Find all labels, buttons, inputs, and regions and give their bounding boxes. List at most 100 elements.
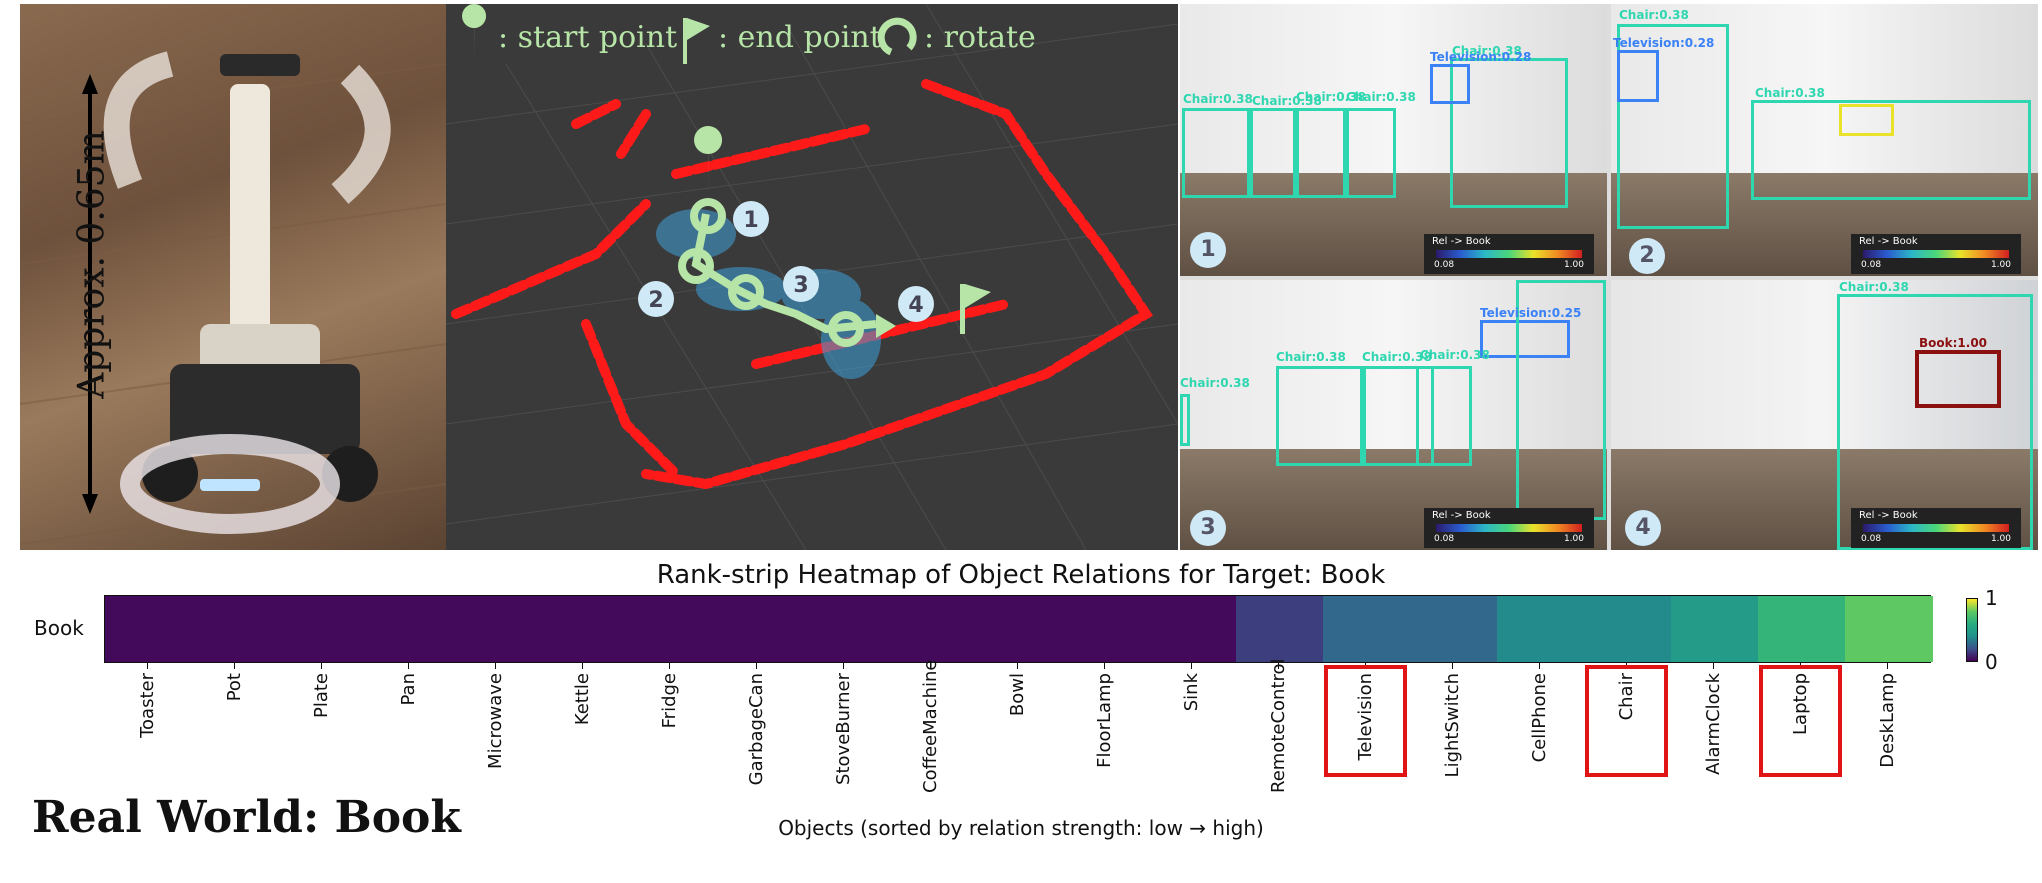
heatmap-colorbar (1966, 598, 1978, 662)
det-label: Chair:0.38 (1276, 350, 1346, 364)
heatmap-cell-CellPhone (1497, 596, 1585, 662)
det-label: Chair:0.38 (1452, 44, 1522, 58)
det-label: Chair:0.38 (1346, 90, 1416, 104)
x-tick-label-Fridge: Fridge (658, 673, 680, 729)
x-tick-label-CellPhone: CellPhone (1528, 673, 1550, 763)
x-tick-mark (1017, 663, 1018, 669)
heatmap-cell-AlarmClock (1671, 596, 1759, 662)
heatmap-cell-Microwave (453, 596, 541, 662)
x-tick-label-Microwave: Microwave (484, 673, 506, 769)
x-tick-mark (1713, 663, 1714, 669)
det-label: Chair:0.38 (1296, 90, 1366, 104)
heatmap-cell-GarbageCan (714, 596, 802, 662)
waypoint-2: 2 (648, 288, 663, 313)
x-tick-label-DeskLamp: DeskLamp (1876, 673, 1898, 768)
x-tick-label-LightSwitch: LightSwitch (1441, 673, 1463, 778)
waypoint-1: 1 (743, 208, 758, 233)
heatmap-cell-LightSwitch (1410, 596, 1498, 662)
x-axis-label: Objects (sorted by relation strength: lo… (778, 816, 1264, 840)
x-tick-mark (843, 663, 844, 669)
detection-frame-1: Chair:0.38 Chair:0.38 Chair:0.38 Chair:0… (1180, 4, 1607, 276)
det-label: Chair:0.38 (1180, 376, 1250, 390)
heatmap-cell-Fridge (627, 596, 715, 662)
heatmap-cell-Pan (366, 596, 454, 662)
x-tick-mark (669, 663, 670, 669)
start-point-icon (462, 4, 487, 61)
x-tick-mark (930, 663, 931, 669)
x-tick-mark (408, 663, 409, 669)
occupancy-map: 1 2 3 4 (446, 4, 1178, 550)
robot-height-label: Approx. 0.65m (71, 130, 113, 399)
detection-frames: Chair:0.38 Chair:0.38 Chair:0.38 Chair:0… (1180, 4, 2038, 550)
x-tick-label-FloorLamp: FloorLamp (1093, 673, 1115, 768)
end-point-flag-icon (683, 18, 687, 64)
x-tick-label-Sink: Sink (1180, 673, 1202, 712)
x-tick-label-StoveBurner: StoveBurner (832, 673, 854, 785)
highlight-box-Chair (1585, 665, 1668, 777)
legend-rotate-label: : rotate (924, 20, 1036, 55)
heatmap-cell-Toaster (105, 596, 193, 662)
colorbar-max-label: 1 (1985, 586, 1998, 610)
highlight-box-Television (1324, 665, 1407, 777)
det-label: Chair:0.38 (1839, 280, 1909, 294)
frame-number: 2 (1629, 238, 1665, 274)
det-label: Television:0.25 (1480, 306, 1582, 320)
heatmap-cell-Chair (1584, 596, 1672, 662)
waypoint-4: 4 (908, 293, 923, 318)
colorbar-min-label: 0 (1985, 650, 1998, 674)
det-label: Television:0.28 (1613, 36, 1715, 50)
x-tick-mark (1278, 663, 1279, 669)
heatmap-cell-Television (1323, 596, 1411, 662)
det-label: Chair:0.38 (1183, 92, 1253, 106)
x-tick-mark (756, 663, 757, 669)
x-tick-label-Bowl: Bowl (1006, 673, 1028, 717)
legend-start-label: : start point (498, 20, 678, 55)
highlight-box-Laptop (1759, 665, 1842, 777)
heatmap-cell-Plate (279, 596, 367, 662)
det-label: Book:1.00 (1919, 336, 1988, 350)
x-tick-label-Plate: Plate (310, 673, 332, 719)
det-label: Chair:0.38 (1420, 348, 1490, 362)
heatmap-cell-RemoteControl (1236, 596, 1324, 662)
heatmap-cell-StoveBurner (801, 596, 889, 662)
x-tick-mark (1452, 663, 1453, 669)
chart-title: Rank-strip Heatmap of Object Relations f… (656, 560, 1386, 590)
x-tick-label-Toaster: Toaster (136, 673, 158, 738)
robot-photo: Approx. 0.65m (20, 4, 446, 550)
figure-caption: Real World: Book (32, 792, 461, 843)
x-tick-mark (147, 663, 148, 669)
x-tick-mark (1191, 663, 1192, 669)
heatmap-cell-Laptop (1758, 596, 1846, 662)
heatmap-cell-Sink (1149, 596, 1237, 662)
heatmap-cell-Kettle (540, 596, 628, 662)
x-tick-label-Pan: Pan (397, 673, 419, 706)
heatmap-cell-CoffeeMachine (888, 596, 976, 662)
x-tick-mark (1104, 663, 1105, 669)
frame-number: 3 (1190, 510, 1226, 546)
frame-number: 4 (1625, 510, 1661, 546)
row-label: Book (34, 616, 84, 640)
rotate-icon (877, 17, 917, 56)
x-tick-mark (234, 663, 235, 669)
navigation-map: 1 2 3 4 : start point : end point : rota… (446, 4, 1178, 550)
det-label: Chair:0.38 (1755, 86, 1825, 100)
heatmap-cell-Bowl (975, 596, 1063, 662)
heatmap-cell-FloorLamp (1062, 596, 1150, 662)
x-tick-mark (1887, 663, 1888, 669)
x-tick-label-CoffeeMachine: CoffeeMachine (919, 659, 941, 793)
x-tick-mark (582, 663, 583, 669)
x-tick-label-AlarmClock: AlarmClock (1702, 673, 1724, 775)
detection-frame-3: Chair:0.38 Chair:0.38 Chair:0.38 Chair:0… (1180, 280, 1607, 550)
x-tick-label-Pot: Pot (223, 673, 245, 702)
heatmap-cell-DeskLamp (1845, 596, 1933, 662)
waypoint-3: 3 (793, 273, 808, 298)
det-label: Chair:0.38 (1252, 94, 1322, 108)
det-label: Chair:0.38 (1619, 8, 1689, 22)
x-tick-label-GarbageCan: GarbageCan (745, 673, 767, 786)
x-tick-mark (495, 663, 496, 669)
x-tick-mark (1539, 663, 1540, 669)
